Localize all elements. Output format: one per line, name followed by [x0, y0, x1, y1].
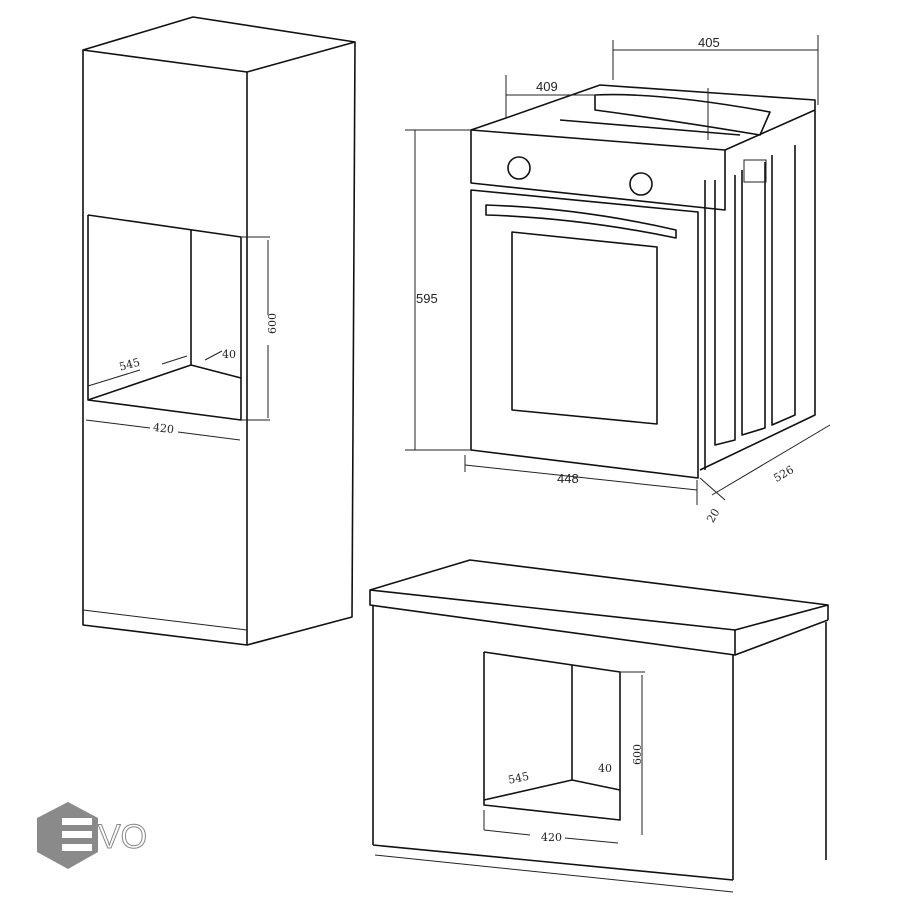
oven-depth-label: 526 — [771, 463, 796, 485]
oven-panel-thickness-label: 20 — [704, 506, 722, 525]
tall-height-label: 600 — [266, 313, 279, 334]
tall-width-label: 420 — [152, 421, 174, 436]
base-cabinet — [369, 559, 829, 893]
oven-panel-depth-label: 409 — [536, 79, 558, 94]
oven — [405, 35, 831, 505]
oven-knob-left — [507, 156, 531, 180]
base-gap-label: 40 — [598, 762, 612, 775]
base-height-label: 600 — [631, 744, 644, 765]
oven-width-label: 448 — [557, 471, 579, 486]
oven-knob-right — [629, 172, 653, 196]
tall-gap-label: 40 — [222, 348, 236, 361]
tall-cabinet — [82, 16, 356, 646]
base-width-label: 420 — [541, 831, 562, 844]
oven-height-label: 595 — [416, 291, 438, 306]
base-depth-label: 545 — [507, 770, 530, 787]
svg-text:VO: VO — [98, 818, 147, 856]
oven-top-width-label: 405 — [698, 35, 720, 50]
evo-logo: VO — [37, 802, 148, 869]
tall-depth-label: 545 — [118, 356, 142, 374]
